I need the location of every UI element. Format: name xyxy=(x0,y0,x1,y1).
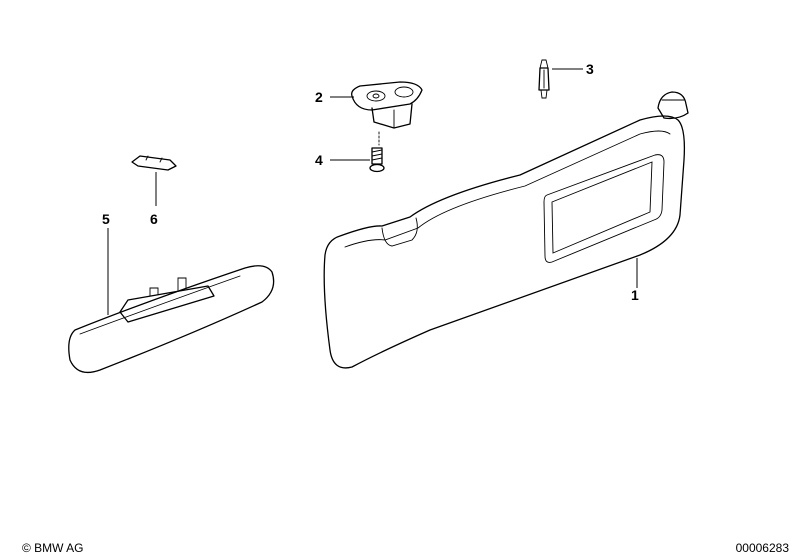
callout-2: 2 xyxy=(315,89,323,105)
callout-5: 5 xyxy=(102,211,110,227)
copyright-text: © BMW AG xyxy=(22,541,84,555)
document-number: 00006283 xyxy=(735,541,789,555)
leader-lines xyxy=(107,68,638,315)
sun-visor-part[interactable] xyxy=(323,91,689,369)
bulb-part[interactable] xyxy=(538,59,550,99)
aux-visor-part[interactable] xyxy=(68,265,275,374)
callout-6: 6 xyxy=(150,211,158,227)
mount-bracket-part[interactable] xyxy=(351,81,423,129)
clip-part[interactable] xyxy=(131,155,177,171)
callout-3: 3 xyxy=(586,61,594,77)
callout-1: 1 xyxy=(631,287,639,303)
screw-part[interactable] xyxy=(369,131,385,173)
callout-4: 4 xyxy=(315,152,323,168)
